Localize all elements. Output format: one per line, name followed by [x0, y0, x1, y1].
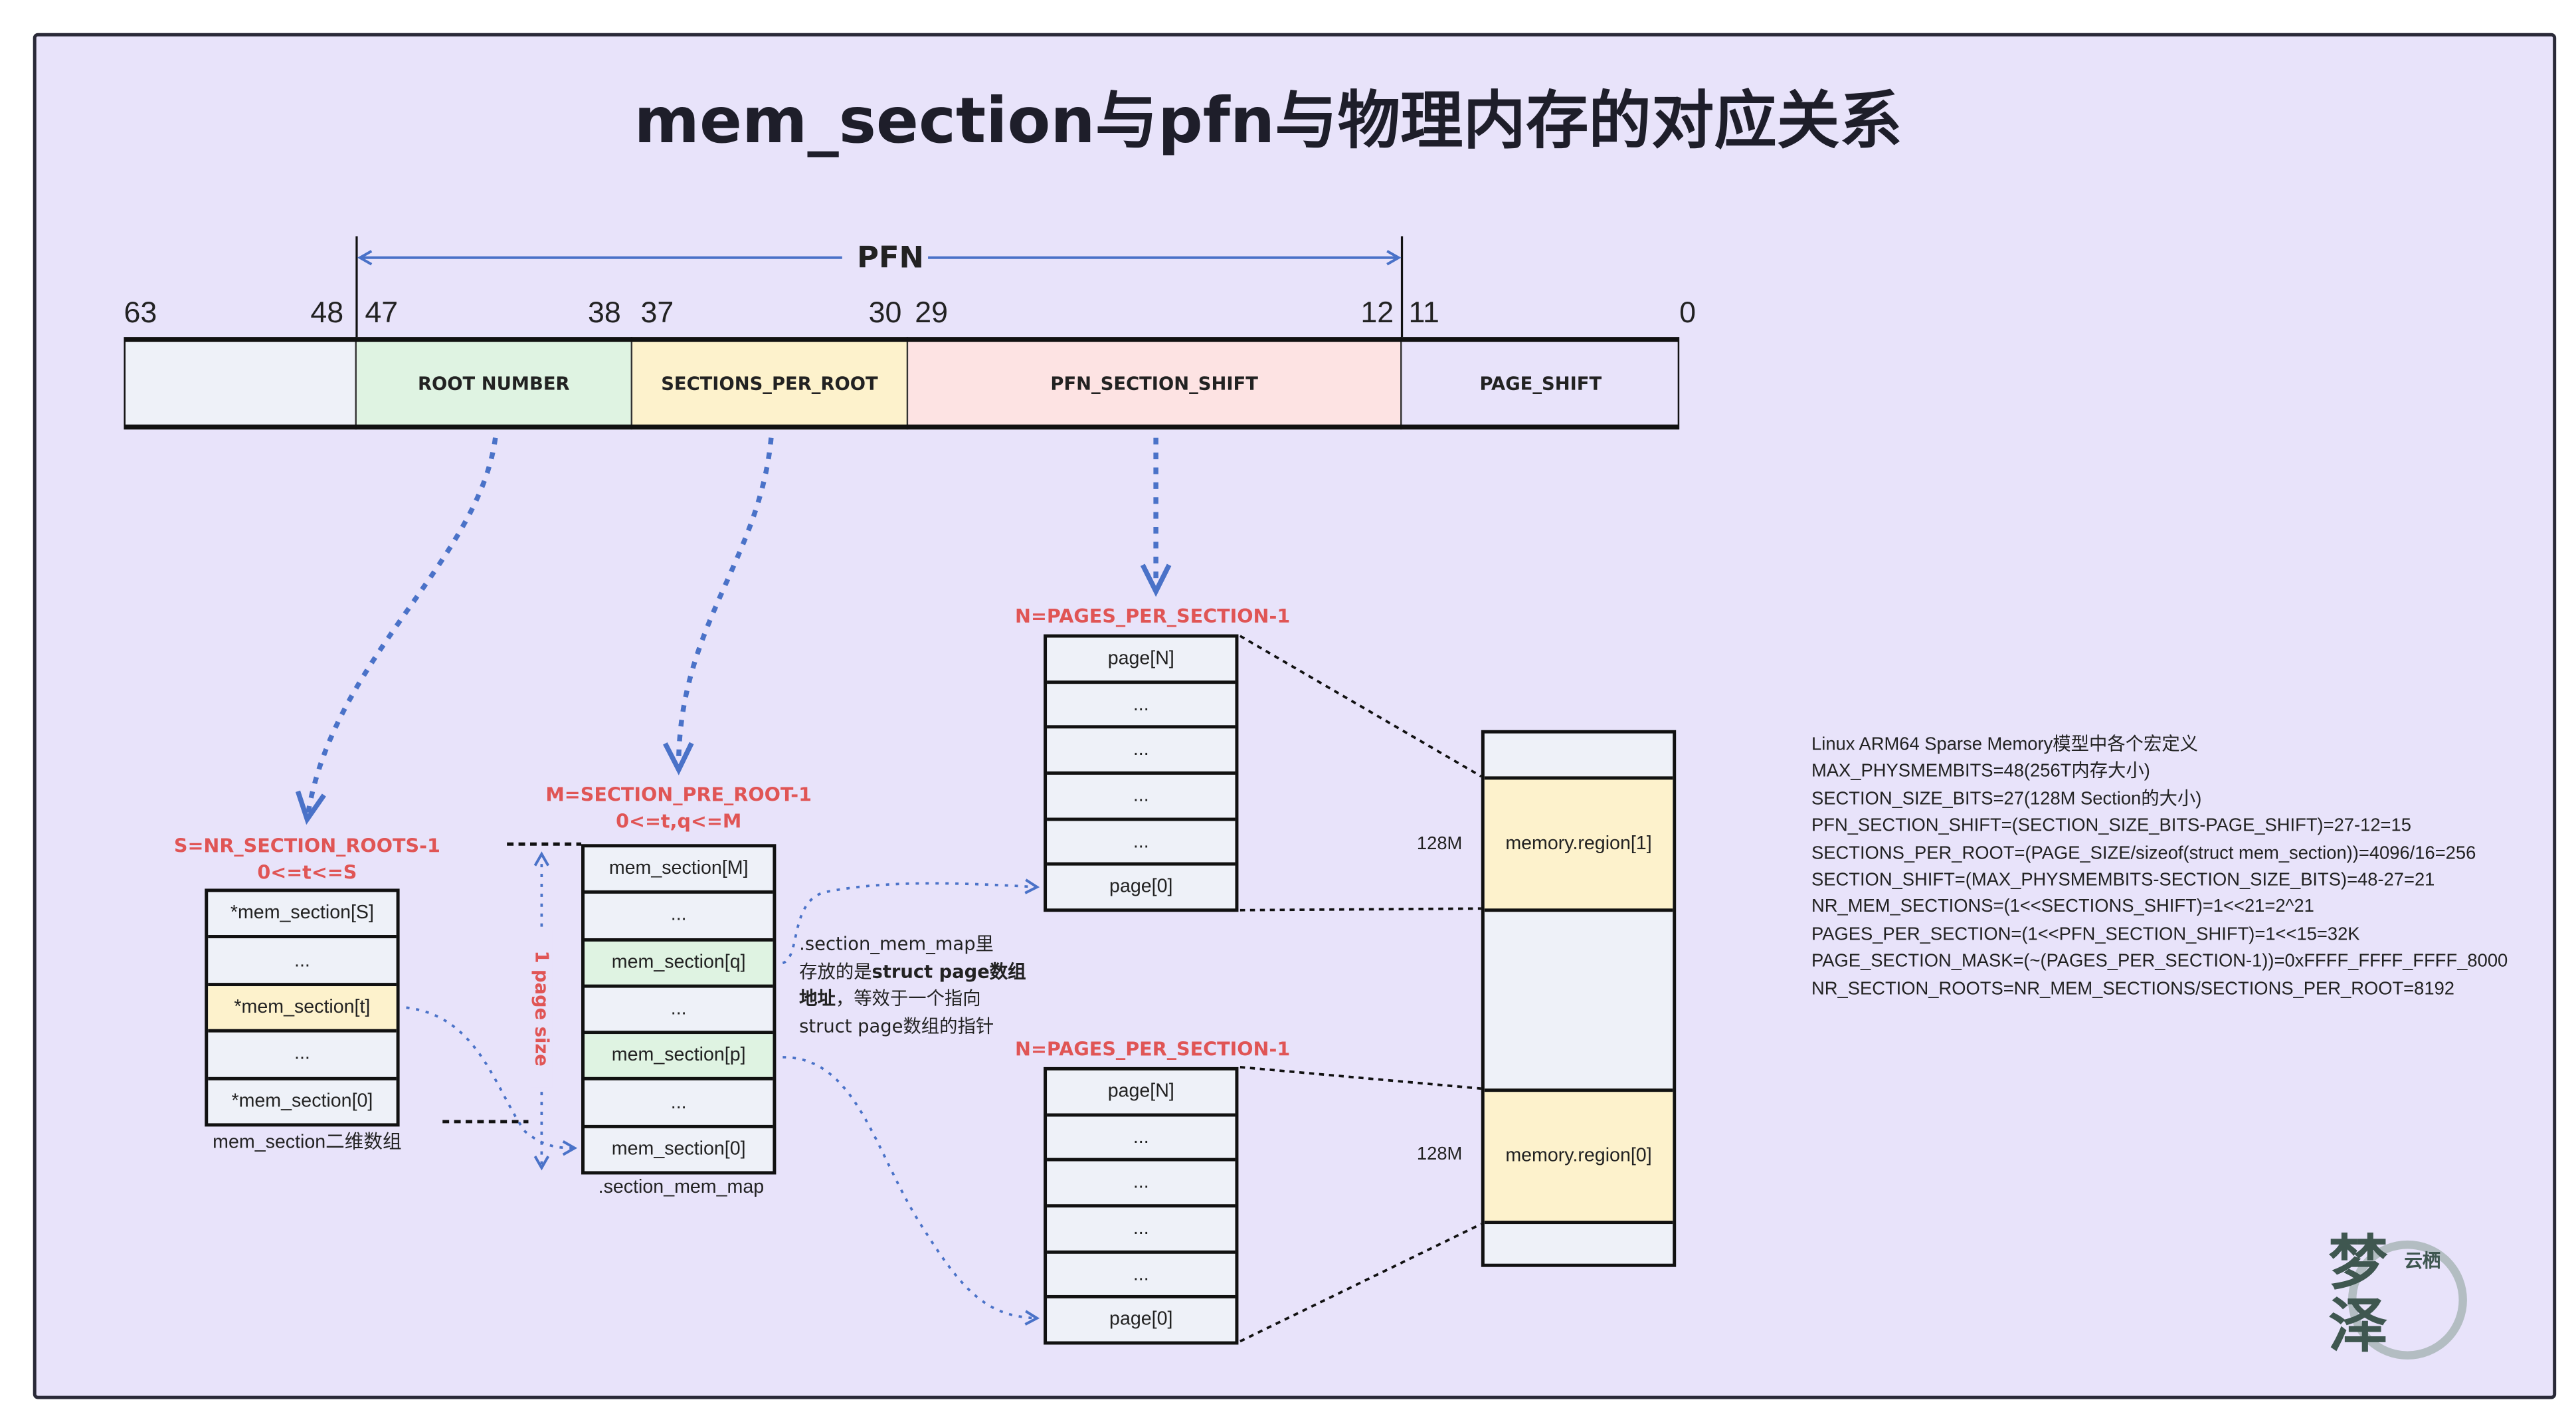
bit-number: 37	[640, 295, 674, 329]
section-array-cell-p: mem_section[p]	[585, 1034, 773, 1081]
macro-line: NR_MEM_SECTIONS=(1<<SECTIONS_SHIFT)=1<<2…	[1811, 897, 2314, 918]
page-map-line	[1240, 1223, 1482, 1343]
section-mem-map-note: .section_mem_map里 存放的是struct page数组 地址，等…	[799, 932, 1026, 1041]
note-bold-text: 地址	[799, 987, 836, 1009]
section-array: mem_section[M] ... mem_section[q] ... me…	[581, 844, 777, 1175]
page-map-line	[1240, 1066, 1482, 1090]
section-array-cell-q: mem_section[q]	[585, 940, 773, 988]
page-map-line	[1240, 907, 1481, 912]
section-array-cell: mem_section[0]	[611, 1139, 746, 1160]
logo-main-text: 梦泽	[2328, 1230, 2388, 1362]
page-cell: page[N]	[1047, 1070, 1236, 1116]
page-cell: ...	[1047, 775, 1236, 821]
section-array-caption: .section_mem_map	[598, 1177, 765, 1198]
region-size-label: 128M	[1416, 1144, 1463, 1165]
region-size-label: 128M	[1416, 834, 1463, 855]
root-array-cell-t: *mem_section[t]	[208, 985, 397, 1033]
segment-sections-per-root: SECTIONS_PER_ROOT	[632, 337, 909, 430]
section-array-cell: mem_section[M]	[585, 847, 773, 894]
memory-region-1: memory.region[1]	[1484, 776, 1673, 912]
page-array-lower: page[N] ... ... ... ... page[0]	[1044, 1067, 1239, 1345]
page-title: mem_section与pfn与物理内存的对应关系	[634, 84, 1902, 157]
physical-memory-column: memory.region[1] memory.region[0]	[1481, 730, 1677, 1267]
diagram-frame	[33, 33, 2557, 1399]
root-array-label: S=NR_SECTION_ROOTS-1	[173, 834, 440, 858]
logo-small-text: 云栖	[2404, 1250, 2441, 1272]
bit-number: 11	[1408, 295, 1439, 329]
root-array-caption: mem_section二维数组	[213, 1133, 402, 1154]
macro-line: PFN_SECTION_SHIFT=(SECTION_SIZE_BITS-PAG…	[1811, 816, 2411, 837]
root-array-cell: ...	[208, 1033, 397, 1080]
page-cell: ...	[1047, 1162, 1236, 1208]
root-array-cell: ...	[208, 939, 397, 986]
note-bold-text: struct page数组	[872, 960, 1026, 982]
pfn-label: PFN	[854, 241, 927, 276]
macro-line: PAGES_PER_SECTION=(1<<PFN_SECTION_SHIFT)…	[1811, 924, 2360, 945]
macro-line: SECTION_SIZE_BITS=27(128M Section的大小)	[1811, 789, 2202, 809]
note-text: 存放的是	[799, 960, 872, 982]
macro-line: Linux ARM64 Sparse Memory模型中各个宏定义	[1811, 735, 2199, 756]
root-array-cell: *mem_section[S]	[208, 892, 397, 940]
pfn-bit-bar	[124, 337, 1680, 430]
page-cell: page[0]	[1109, 877, 1173, 898]
section-array-range: 0<=t,q<=M	[616, 809, 742, 833]
note-line: 地址，等效于一个指向	[799, 986, 1026, 1013]
note-text: ，等效于一个指向	[835, 987, 981, 1009]
segment-reserved	[124, 337, 357, 430]
bit-number: 29	[915, 295, 948, 329]
bit-number: 30	[868, 295, 902, 329]
segment-page-shift: PAGE_SHIFT	[1402, 337, 1680, 430]
segment-root-number: ROOT NUMBER	[356, 337, 633, 430]
note-line: .section_mem_map里	[799, 933, 994, 955]
page-map-line	[1239, 635, 1482, 777]
logo: 梦泽 云栖	[2325, 1231, 2474, 1363]
page-cell: ...	[1047, 683, 1236, 730]
page-array-label: N=PAGES_PER_SECTION-1	[1015, 604, 1291, 628]
memory-region-0: memory.region[0]	[1484, 1088, 1673, 1225]
page-size-label: 1 page size	[531, 929, 553, 1088]
macro-line: SECTIONS_PER_ROOT=(PAGE_SIZE/sizeof(stru…	[1811, 843, 2476, 864]
page-array-upper: page[N] ... ... ... ... page[0]	[1044, 634, 1239, 912]
bit-number: 63	[124, 295, 157, 329]
page-cell: ...	[1047, 821, 1236, 866]
macro-line: NR_SECTION_ROOTS=NR_MEM_SECTIONS/SECTION…	[1811, 979, 2455, 999]
macro-definitions: Linux ARM64 Sparse Memory模型中各个宏定义 MAX_PH…	[1811, 732, 2508, 1003]
bit-number: 47	[365, 295, 399, 329]
bit-number: 0	[1679, 295, 1697, 329]
note-line: 存放的是struct page数组	[799, 959, 1026, 986]
sections-per-root-arrow	[663, 437, 774, 775]
segment-pfn-section-shift: PFN_SECTION_SHIFT	[908, 337, 1402, 430]
macro-line: MAX_PHYSMEMBITS=48(256T内存大小)	[1811, 762, 2150, 782]
macro-line: SECTION_SHIFT=(MAX_PHYSMEMBITS-SECTION_S…	[1811, 870, 2435, 890]
root-array: *mem_section[S] ... *mem_section[t] ... …	[205, 888, 400, 1127]
root-array-cell: *mem_section[0]	[231, 1091, 373, 1112]
page-cell: page[N]	[1047, 638, 1236, 684]
page-cell: ...	[1047, 729, 1236, 775]
page-cell: ...	[1047, 1253, 1236, 1299]
page-cell: ...	[1047, 1207, 1236, 1254]
bit-number: 38	[587, 295, 621, 329]
section-array-cell: ...	[585, 894, 773, 941]
section-p-to-pages-arrow	[782, 1056, 1040, 1326]
bit-number: 12	[1360, 295, 1394, 329]
root-number-arrow	[295, 437, 498, 825]
page-cell: page[0]	[1109, 1310, 1173, 1330]
page-cell: ...	[1047, 1116, 1236, 1162]
section-array-cell: ...	[585, 1081, 773, 1128]
section-array-cell: ...	[585, 987, 773, 1035]
bit-number: 48	[310, 295, 344, 329]
section-array-label: M=SECTION_PRE_ROOT-1	[545, 783, 812, 807]
macro-line: PAGE_SECTION_MASK=(~(PAGES_PER_SECTION-1…	[1811, 952, 2508, 972]
note-line: struct page数组的指针	[799, 1015, 994, 1037]
root-array-range: 0<=t<=S	[257, 861, 357, 884]
page-array-label: N=PAGES_PER_SECTION-1	[1015, 1037, 1291, 1061]
